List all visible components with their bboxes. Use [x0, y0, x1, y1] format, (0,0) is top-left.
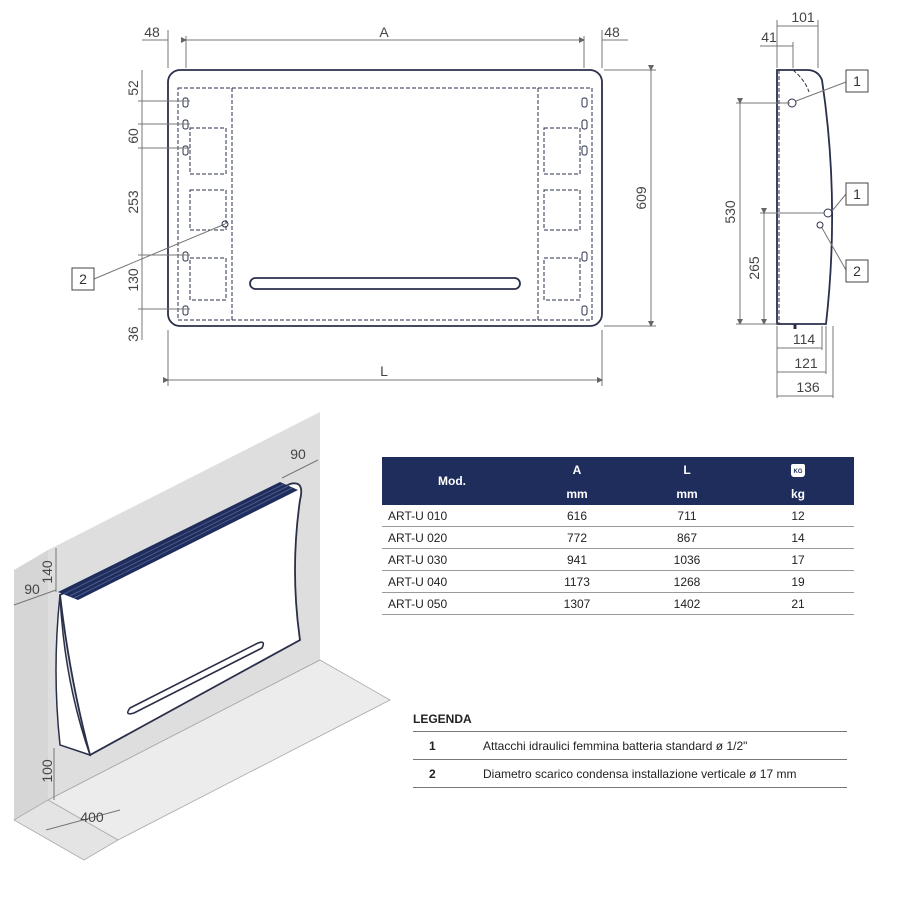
cell-a: 1307 [522, 592, 632, 615]
dim-left-2: 60 [125, 128, 141, 144]
table-row: ART-U 030 941 1036 17 [382, 548, 854, 571]
legend-item-text: Diametro scarico condensa installazione … [483, 766, 797, 781]
dim-top-center: A [379, 24, 389, 40]
header-l: L [632, 457, 742, 483]
dim-iso-floor-depth: 400 [80, 809, 104, 825]
cell-l: 711 [632, 505, 742, 527]
unit-l: mm [632, 483, 742, 505]
dim-left-5: 36 [125, 326, 141, 342]
cell-kg: 14 [742, 526, 854, 549]
legend-item: 2 Diametro scarico condensa installazion… [413, 760, 847, 788]
cell-mod: ART-U 010 [382, 505, 522, 527]
dim-top-left: 48 [144, 24, 160, 40]
cell-mod: ART-U 040 [382, 570, 522, 593]
header-mod: Mod. [382, 457, 522, 505]
isometric-view: 90 90 140 100 400 [13, 412, 391, 861]
dim-bottom-L: L [380, 363, 388, 379]
dim-side-height-upper: 530 [722, 200, 738, 224]
legend-item-number: 2 [429, 766, 436, 781]
table-row: ART-U 050 1307 1402 21 [382, 592, 854, 615]
unit-weight: kg [742, 483, 854, 505]
dim-right-height: 609 [633, 186, 649, 210]
cell-kg: 12 [742, 505, 854, 527]
cell-mod: ART-U 020 [382, 526, 522, 549]
dim-left-3: 253 [125, 190, 141, 214]
spec-table: Mod. A L KG mm mm kg ART-U 010 616 711 1… [382, 457, 854, 615]
dim-side-top-width: 101 [791, 9, 815, 25]
cell-l: 1036 [632, 548, 742, 571]
table-row: ART-U 040 1173 1268 19 [382, 570, 854, 593]
dim-iso-top-depth: 90 [290, 446, 306, 462]
cell-kg: 19 [742, 570, 854, 593]
cell-mod: ART-U 050 [382, 592, 522, 615]
dim-side-height-lower: 265 [746, 256, 762, 280]
cell-kg: 17 [742, 548, 854, 571]
legend-item-text: Attacchi idraulici femmina batteria stan… [483, 738, 748, 753]
table-row: ART-U 020 772 867 14 [382, 526, 854, 549]
weight-icon: KG [791, 464, 805, 477]
cell-a: 772 [522, 526, 632, 549]
cell-a: 616 [522, 505, 632, 527]
dim-side-depth-2: 121 [794, 355, 818, 371]
header-weight: KG [742, 457, 854, 483]
cell-l: 1268 [632, 570, 742, 593]
dim-side-top-offset: 41 [761, 29, 777, 45]
side-callout-2: 2 [853, 263, 861, 279]
dim-iso-top-clearance: 140 [39, 560, 55, 584]
front-callout-2: 2 [79, 271, 87, 287]
legend-item: 1 Attacchi idraulici femmina batteria st… [413, 732, 847, 760]
cell-kg: 21 [742, 592, 854, 615]
unit-a: mm [522, 483, 632, 505]
header-a: A [522, 457, 632, 483]
side-callout-1b: 1 [853, 186, 861, 202]
dim-top-right: 48 [604, 24, 620, 40]
cell-l: 1402 [632, 592, 742, 615]
dim-left-4: 130 [125, 268, 141, 292]
dim-left-1: 52 [125, 80, 141, 96]
table-row: ART-U 010 616 711 12 [382, 505, 854, 527]
cell-l: 867 [632, 526, 742, 549]
cell-mod: ART-U 030 [382, 548, 522, 571]
legend: LEGENDA 1 Attacchi idraulici femmina bat… [413, 712, 847, 788]
side-callout-1a: 1 [853, 73, 861, 89]
side-view: 1 1 2 101 41 530 265 114 121 136 [722, 9, 869, 398]
front-view: 2 48 A 48 52 60 253 130 36 609 L [71, 24, 656, 386]
dim-iso-side-offset: 90 [24, 581, 40, 597]
legend-title: LEGENDA [413, 712, 847, 732]
dim-side-depth-3: 136 [796, 379, 820, 395]
dim-iso-floor-clearance: 100 [39, 759, 55, 783]
dim-side-depth-1: 114 [793, 331, 816, 347]
cell-a: 941 [522, 548, 632, 571]
legend-item-number: 1 [429, 738, 436, 753]
cell-a: 1173 [522, 570, 632, 593]
